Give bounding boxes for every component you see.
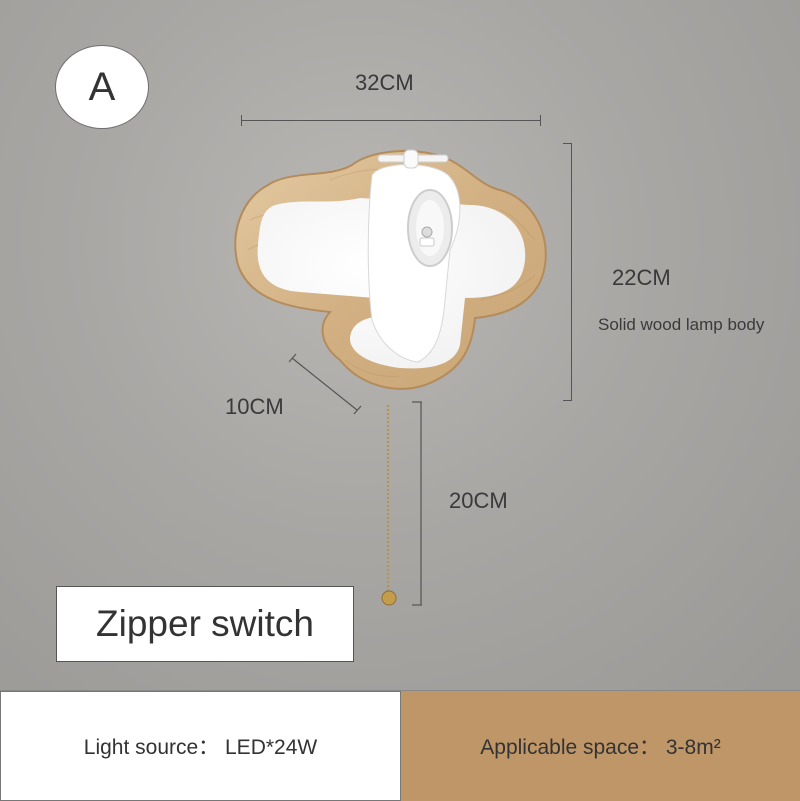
pull-chain-icon [381,405,397,606]
height-tick-bottom [563,400,572,401]
width-tick-left [241,115,242,126]
height-tick-top [563,143,572,144]
applicable-space-spec: Applicable space： 3-8m² [401,691,800,801]
airplane-lamp-icon [234,149,547,606]
depth-dimension-label: 10CM [225,394,284,419]
width-tick-right [540,115,541,126]
height-dimension-label: 22CM [612,265,671,290]
material-annotation: Solid wood lamp body [598,315,765,334]
light-source-spec: Light source： LED*24W [0,691,401,801]
width-dimension-line [241,120,541,121]
variant-badge-label: A [88,64,116,109]
chain-length-label: 20CM [449,488,508,513]
light-source-text: Light source： LED*24W [83,736,318,759]
zipper-switch-label-box: Zipper switch [56,586,354,662]
variant-badge: A [55,45,149,129]
applicable-space-text: Applicable space： 3-8m² [480,736,721,759]
width-dimension-label: 32CM [355,70,414,95]
spec-footer: Light source： LED*24W Applicable space： … [0,690,800,801]
product-image: A 32CM 22CM Solid wood lamp body 10CM 20… [0,0,800,690]
zipper-switch-label: Zipper switch [96,603,314,644]
height-dimension-line [571,143,572,401]
